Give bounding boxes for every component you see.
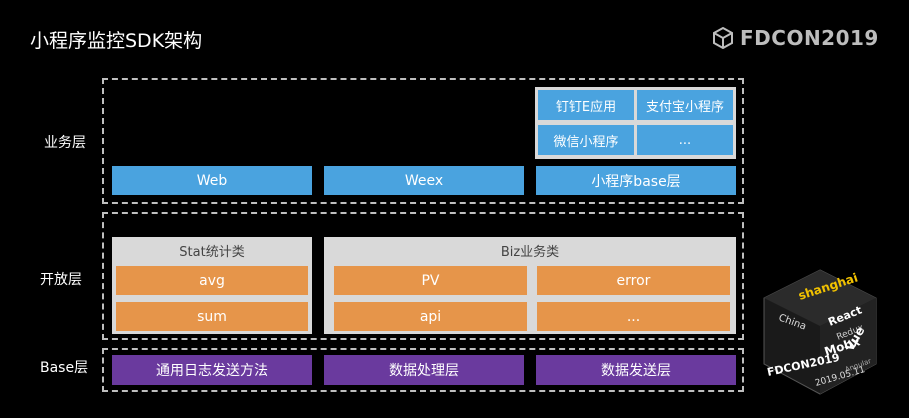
stat-item-avg: avg — [116, 266, 308, 295]
base-item-log-send: 通用日志发送方法 — [112, 355, 312, 385]
business-layer-frame — [102, 78, 744, 204]
layer-label-business: 业务层 — [44, 135, 86, 151]
open-layer-frame — [102, 212, 744, 340]
layer-label-open: 开放层 — [40, 272, 82, 288]
brand-logo: FDCON2019 — [712, 26, 879, 50]
biz-panel-title: Biz业务类 — [500, 245, 560, 260]
biz-item-more: ... — [537, 302, 730, 331]
miniapp-alipay: 支付宝小程序 — [637, 90, 733, 120]
brand-name: FDCON2019 — [740, 26, 879, 50]
base-item-data-sending: 数据发送层 — [536, 355, 736, 385]
miniapp-dingtalk: 钉钉E应用 — [538, 90, 634, 120]
platform-miniapp-base: 小程序base层 — [536, 166, 736, 195]
miniapp-wechat: 微信小程序 — [538, 125, 634, 155]
biz-item-error: error — [537, 266, 730, 295]
platform-weex: Weex — [324, 166, 524, 195]
stat-panel-title: Stat统计类 — [179, 245, 245, 260]
miniapp-more: ... — [637, 125, 733, 155]
base-item-data-processing: 数据处理层 — [324, 355, 524, 385]
base-layer-frame — [102, 348, 744, 392]
platform-web: Web — [112, 166, 312, 195]
cube-logo-icon — [713, 27, 733, 49]
biz-item-api: api — [334, 302, 527, 331]
stat-item-sum: sum — [116, 302, 308, 331]
biz-item-pv: PV — [334, 266, 527, 295]
layer-label-base: Base层 — [40, 360, 89, 376]
conference-word-cube: shanghai China React Redux Vue Mobx Angu… — [763, 269, 877, 395]
page-title: 小程序监控SDK架构 — [30, 30, 203, 52]
